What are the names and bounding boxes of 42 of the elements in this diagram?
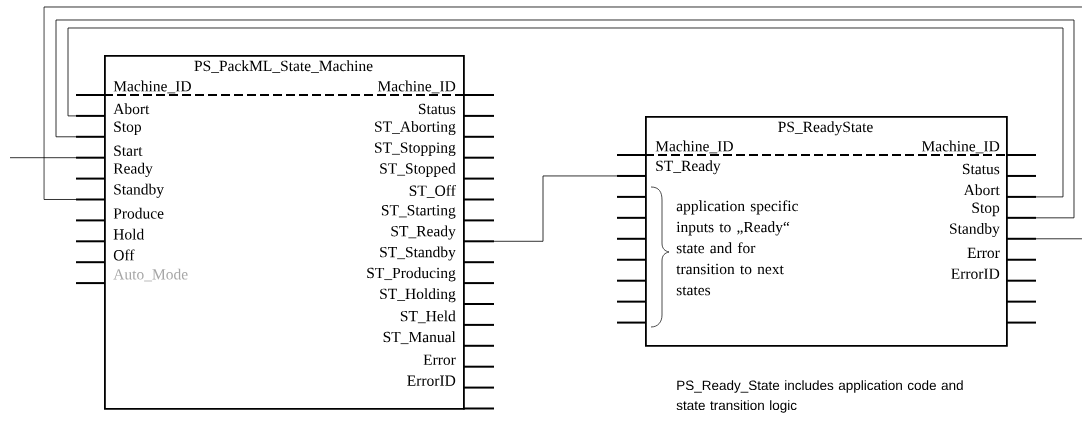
pin: ST_Manual [383, 331, 495, 347]
pin: ErrorID [951, 268, 1037, 282]
pin: ST_Starting [381, 205, 495, 222]
connector-line [9, 157, 77, 159]
pin: ST_Producing [367, 267, 495, 285]
pin: Ready [75, 162, 153, 180]
pin: Standby [75, 183, 164, 201]
connector-line [493, 175, 618, 242]
pin: ST_Stopping [375, 142, 495, 159]
pin: ST_Stopped [380, 162, 495, 180]
pin: Hold [75, 228, 144, 243]
pin: Status [962, 163, 1037, 177]
connector-line [1035, 238, 1082, 240]
pin: ST_Holding [380, 288, 495, 305]
connector-line [55, 19, 1075, 219]
note-text: PS_Ready_State includes application code and state transition logic [676, 380, 963, 413]
pin: Machine_ID [616, 140, 733, 156]
pin: ST_Ready [391, 225, 495, 243]
pin: Error [423, 354, 495, 368]
connector-line [67, 27, 1064, 198]
annotation-text: application specific inputs to „Ready“ state and for transition to next states [676, 200, 798, 296]
pin: Stop [972, 202, 1037, 219]
pin: ST_Aborting [375, 121, 495, 138]
pin: ST_Ready [616, 160, 721, 177]
pin: Stop [75, 121, 141, 138]
pin: Error [967, 247, 1037, 261]
pin: Auto_Mode [75, 268, 188, 285]
pin: Produce [75, 207, 164, 222]
pin: Machine_ID [75, 80, 191, 96]
pin: Standby [950, 223, 1037, 240]
pin: ErrorID [407, 375, 495, 389]
pin: Status [418, 103, 495, 117]
connector-line [43, 6, 1082, 200]
pin: Abort [963, 184, 1037, 198]
pin: Machine_ID [377, 80, 495, 96]
pin: ST_Standby [380, 246, 495, 264]
pin: Off [75, 249, 135, 264]
pin: Start [75, 145, 143, 159]
pin: ST_Held [400, 310, 495, 326]
pin: Machine_ID [921, 140, 1037, 156]
pin: Abort [75, 103, 150, 117]
pin: ST_Off [409, 184, 495, 201]
